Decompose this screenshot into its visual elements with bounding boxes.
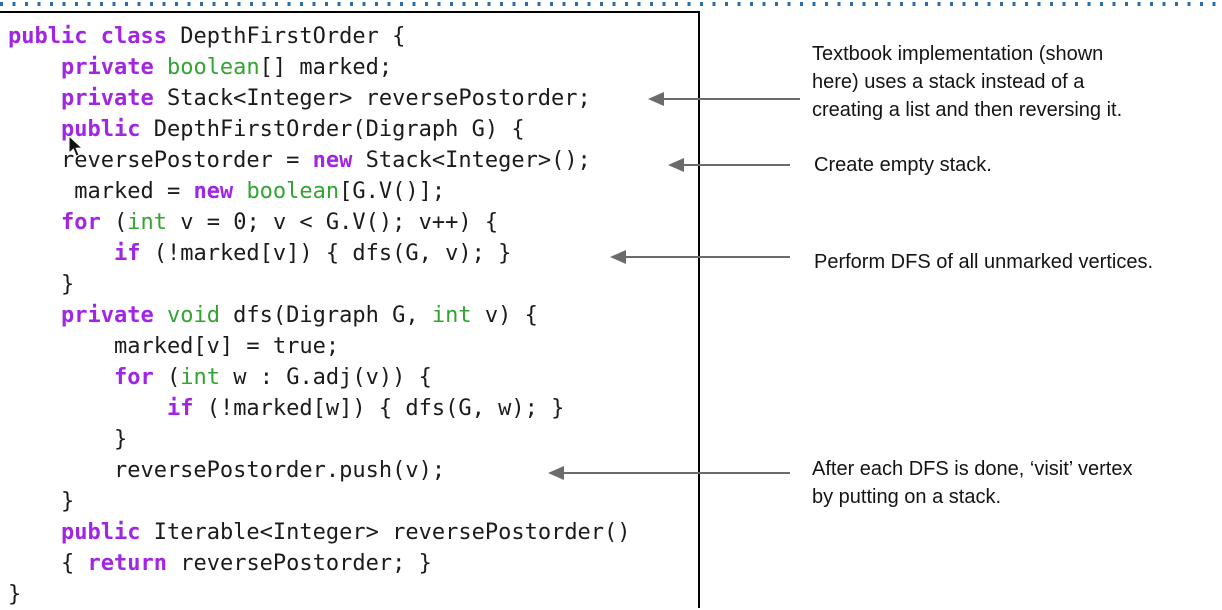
code-line: public DepthFirstOrder(Digraph G) { (60, 117, 525, 142)
annotation-after-dfs-visit: After each DFS is done, ‘visit’ vertex b… (812, 455, 1133, 511)
code-line: } (8, 427, 128, 452)
code-panel: public class DepthFirstOrder { private b… (0, 11, 700, 608)
left-arrow-icon (610, 250, 790, 264)
left-arrow-icon (548, 466, 790, 480)
annotation-perform-dfs: Perform DFS of all unmarked vertices. (814, 248, 1153, 276)
annotation-line: by putting on a stack. (812, 486, 1002, 508)
annotation-create-empty-stack: Create empty stack. (814, 151, 992, 179)
code-line: private Stack<Integer> reversePostorder; (60, 86, 591, 111)
code-line: for (int v = 0; v < G.V(); v++) { (60, 210, 499, 235)
annotation-line: Textbook implementation (shown (812, 43, 1104, 65)
code-line: public Iterable<Integer> reversePostorde… (60, 520, 631, 545)
annotation-textbook-implementation: Textbook implementation (shown here) use… (812, 40, 1122, 124)
code-line: private boolean[] marked; (60, 55, 393, 80)
code-line: marked[v] = true; (8, 334, 340, 359)
code-line: { return reversePostorder; } (8, 551, 432, 576)
code-line: private void dfs(Digraph G, int v) { (60, 303, 538, 328)
left-arrow-icon (648, 92, 800, 106)
code-line: if (!marked[v]) { dfs(G, v); } (113, 241, 512, 266)
code-listing: public class DepthFirstOrder { private b… (8, 21, 631, 610)
annotation-line: creating a list and then reversing it. (812, 99, 1123, 121)
code-line: reversePostorder = new Stack<Integer>(); (8, 148, 591, 173)
code-line: if (!marked[w]) { dfs(G, w); } (166, 396, 565, 421)
code-line: } (8, 489, 75, 514)
code-line: public class DepthFirstOrder { (8, 24, 406, 49)
annotation-line: After each DFS is done, ‘visit’ vertex (812, 458, 1133, 480)
code-line: reversePostorder.push(v); (8, 458, 446, 483)
annotation-line: Create empty stack. (814, 154, 992, 176)
code-line: } (8, 582, 22, 607)
annotation-line: Perform DFS of all unmarked vertices. (814, 251, 1153, 273)
dotted-separator (0, 2, 1222, 6)
code-line: marked = new boolean[G.V()]; (8, 179, 446, 204)
mouse-cursor-icon (68, 136, 84, 157)
code-line: for (int w : G.adj(v)) { (113, 365, 432, 390)
annotation-line: here) uses a stack instead of a (812, 71, 1085, 93)
left-arrow-icon (668, 158, 790, 172)
code-line: } (8, 272, 75, 297)
